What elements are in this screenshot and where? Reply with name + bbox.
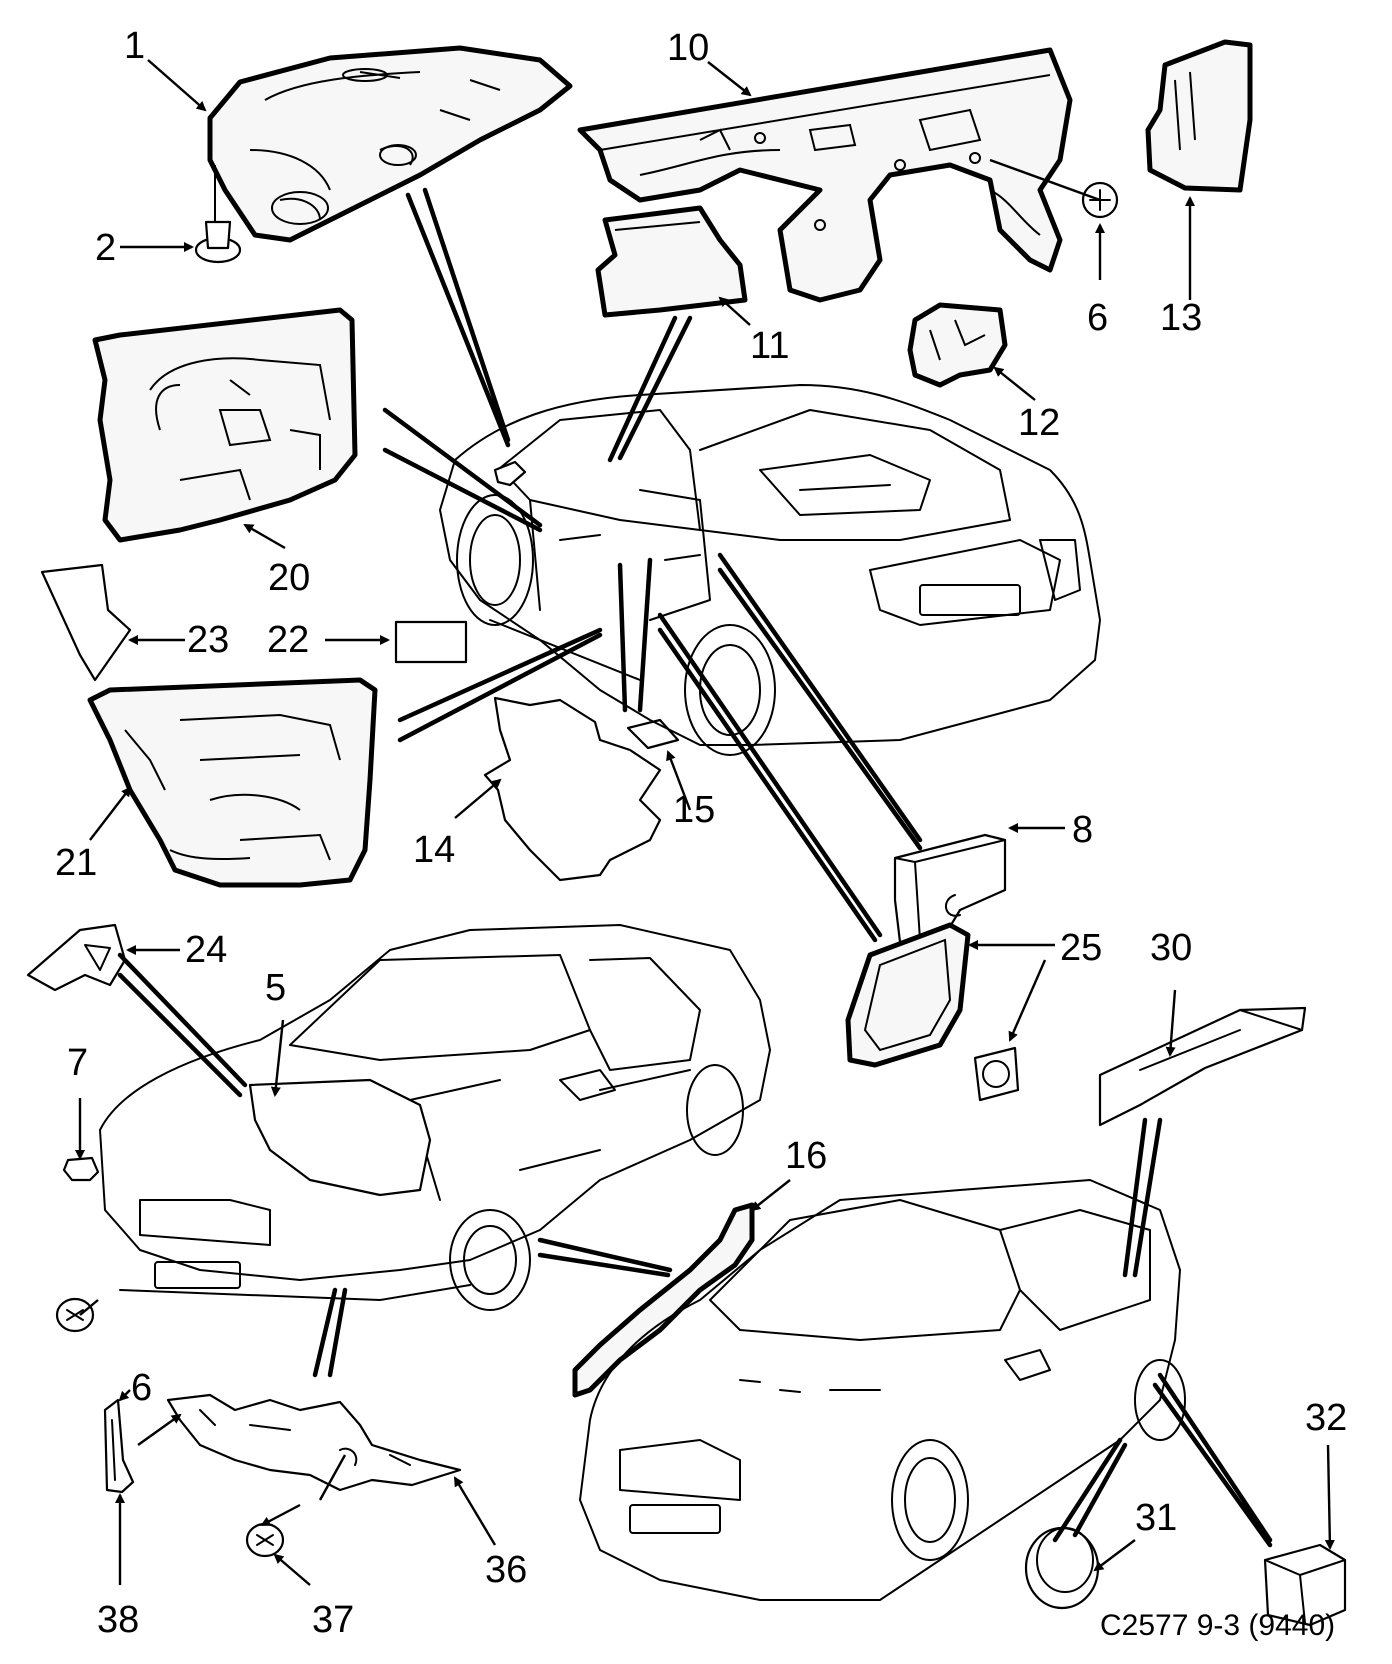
part-6-clip-bottom (55, 1297, 95, 1333)
part-15-small-pad (626, 718, 680, 750)
callout-15: 15 (673, 789, 715, 831)
callout-10: 10 (667, 27, 709, 69)
callout-12: 12 (1018, 402, 1060, 444)
part-32-foam-block (1263, 1543, 1347, 1627)
part-16-sill-insulation (572, 1202, 755, 1398)
convertible-view (579, 1179, 1186, 1601)
part-10-bulkhead-insulation (577, 47, 1073, 303)
part-22-rectangle-pad (394, 620, 468, 664)
callout-23: 23 (187, 619, 229, 661)
part-13-pillar-insulation (1145, 39, 1253, 193)
part-11-floor-insulation-pad (595, 205, 748, 318)
part-1-parcel-shelf-insulation (207, 45, 573, 243)
callout-8: 8 (1072, 809, 1093, 851)
callout-38: 38 (97, 1599, 139, 1641)
sedan-rear-view (439, 384, 1101, 756)
callout-21: 21 (55, 842, 97, 884)
part-23-triangle-insulation (40, 563, 132, 682)
callout-5: 5 (265, 967, 286, 1009)
part-31-cap (1024, 1526, 1100, 1610)
callout-25: 25 (1060, 927, 1102, 969)
part-21-rear-door-panel (87, 677, 378, 888)
part-24-pillar-piece (26, 923, 127, 992)
part-36-underbody-insulation (166, 1393, 462, 1492)
callout-31: 31 (1135, 1497, 1177, 1539)
callout-24: 24 (185, 929, 227, 971)
callout-36: 36 (485, 1549, 527, 1591)
callout-30: 30 (1150, 927, 1192, 969)
callout-2: 2 (95, 227, 116, 269)
callout-32: 32 (1305, 1397, 1347, 1439)
callout-22: 22 (267, 619, 309, 661)
part-25-grommet (973, 1046, 1020, 1102)
callout-37: 37 (312, 1599, 354, 1641)
callout-6: 6 (1087, 297, 1108, 339)
callout-16: 16 (785, 1135, 827, 1177)
callout-11: 11 (750, 325, 789, 367)
diagram-reference-code: C2577 9-3 (9440) (1100, 1609, 1335, 1642)
callout-13: 13 (1160, 297, 1202, 339)
part-30-strip-insulation (1098, 1006, 1307, 1127)
leader-lines (75, 59, 1335, 1586)
part-38-bracket (103, 1398, 135, 1494)
part-2-retaining-clip (194, 165, 242, 264)
part-20-front-door-panel (92, 307, 358, 543)
callout-labels: 1 2 10 13 6 11 12 20 23 22 8 15 14 21 24… (55, 25, 1347, 1641)
sedan-front-view (99, 924, 771, 1311)
callout-7: 7 (67, 1042, 88, 1084)
callout-1: 1 (124, 25, 145, 67)
part-8-foam-block (893, 833, 1007, 944)
part-12-insulation-block (907, 302, 1008, 388)
part-25-seal-ring (845, 922, 971, 1068)
callout-14: 14 (413, 829, 455, 871)
callout-20: 20 (268, 557, 310, 599)
pointer-lines (117, 187, 1273, 1548)
part-14-floor-insulation (483, 696, 662, 882)
callout-6-lower: 6 (131, 1367, 152, 1409)
part-37-clip (245, 1522, 285, 1558)
